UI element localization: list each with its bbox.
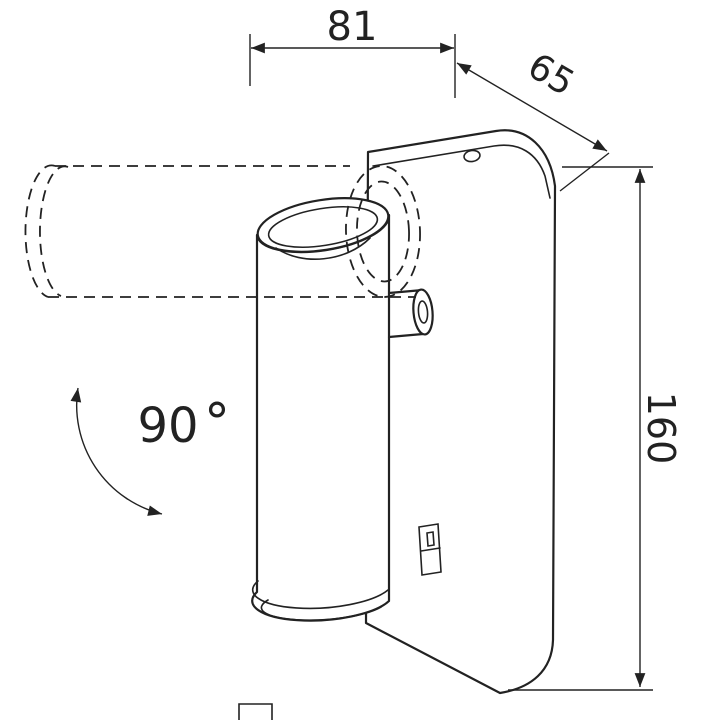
rotation-angle: 90 ° — [70, 387, 230, 516]
cylinder-inner-wall — [275, 237, 371, 260]
lamp-head — [251, 197, 434, 622]
extension-line — [559, 152, 610, 192]
rotation-angle-degree: ° — [204, 393, 230, 453]
dim-width-label: 81 — [327, 4, 378, 50]
cylinder-bottom-band — [251, 580, 389, 610]
cylinder-body — [251, 213, 391, 622]
cylinder-lens-edge — [260, 599, 382, 621]
rotation-angle-value: 90 — [137, 398, 198, 454]
dashed-rear-opening-inner — [356, 180, 410, 283]
dim-height-label: 160 — [639, 392, 683, 465]
cylinder-top-rim — [256, 197, 390, 253]
rotation-arc-arrow — [70, 387, 163, 516]
dashed-rear-opening — [345, 165, 421, 298]
dim-depth-label: 65 — [521, 46, 581, 105]
pivot-knob — [387, 288, 434, 339]
dimension-height: 160 — [508, 166, 683, 691]
dashed-front-rim — [39, 165, 69, 297]
wall-plate-outline — [364, 129, 557, 695]
cropped-detail — [238, 703, 273, 720]
dashed-front-cap — [24, 164, 56, 298]
dimension-line-depth — [456, 62, 608, 152]
power-switch — [418, 523, 442, 576]
rotated-position-dashed — [24, 164, 421, 298]
dimension-width: 81 — [249, 4, 456, 98]
cylinder-top-inner-rim — [267, 206, 379, 248]
